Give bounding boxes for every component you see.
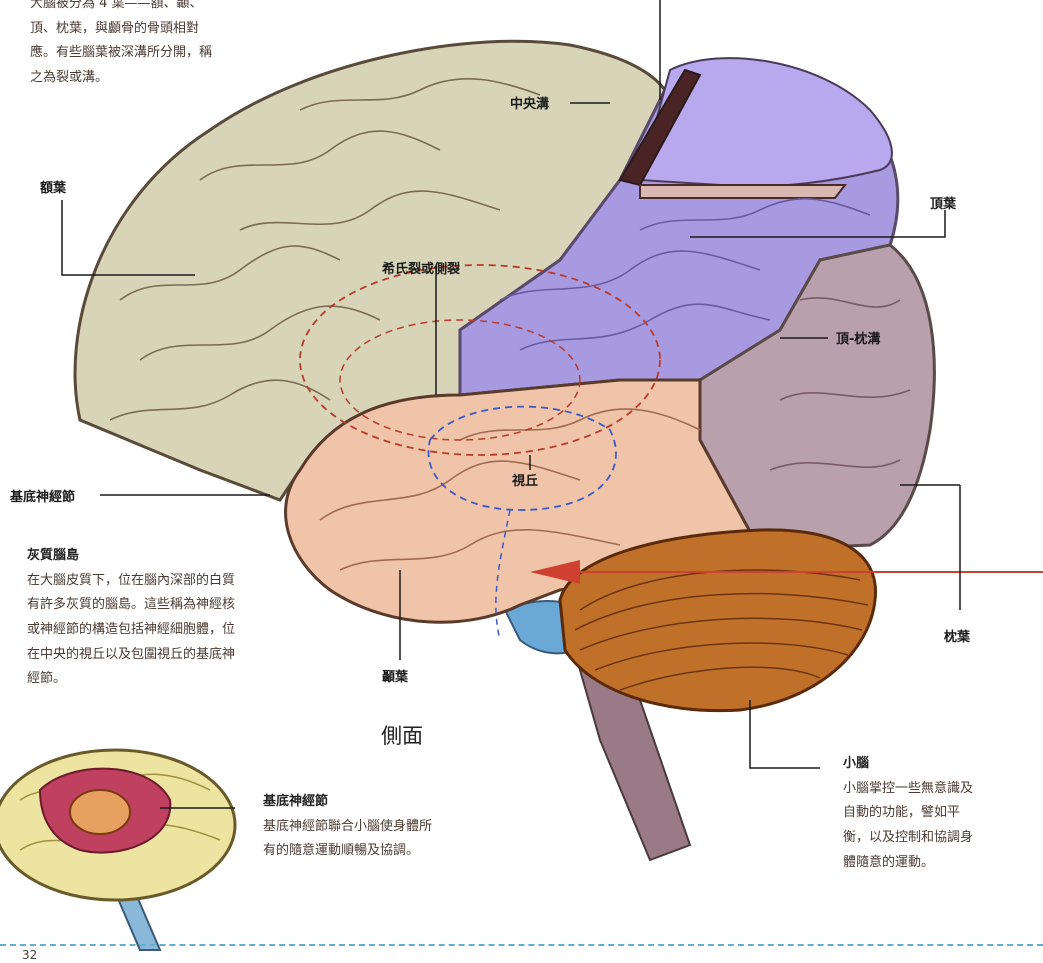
cerebellum-text: 小腦掌控一些無意識及自動的功能，譬如平衡，以及控制和協調身體隨意的運動。 bbox=[843, 777, 978, 876]
label-parietal: 頂葉 bbox=[930, 193, 956, 212]
basal-inset-illustration bbox=[0, 750, 235, 950]
view-caption: 側面 bbox=[381, 720, 423, 750]
label-central-sulcus: 中央溝 bbox=[510, 93, 549, 112]
grey-matter-title: 灰質腦島 bbox=[27, 544, 240, 569]
parietal-flap bbox=[640, 58, 892, 186]
cerebellum-block: 小腦 小腦掌控一些無意識及自動的功能，譬如平衡，以及控制和協調身體隨意的運動。 bbox=[843, 752, 978, 875]
label-basal-ganglia: 基底神經節 bbox=[10, 486, 75, 505]
page-number: 32 bbox=[22, 948, 37, 962]
basal-inset-block: 基底神經節 基底神經節聯合小腦使身體所有的隨意運動順暢及協調。 bbox=[263, 790, 443, 864]
grey-matter-block: 灰質腦島 在大腦皮質下，位在腦內深部的白質有許多灰質的腦島。這些稱為神經核或神經… bbox=[27, 544, 240, 692]
grey-matter-text: 在大腦皮質下，位在腦內深部的白質有許多灰質的腦島。這些稱為神經核或神經節的構造包… bbox=[27, 569, 240, 692]
cerebellum-title: 小腦 bbox=[843, 752, 978, 777]
flap-edge bbox=[640, 185, 845, 198]
label-parieto-occipital: 頂-枕溝 bbox=[836, 328, 880, 347]
label-sylvian: 希氏裂或側裂 bbox=[382, 258, 460, 277]
label-temporal: 顳葉 bbox=[382, 666, 408, 685]
intro-text: 大腦被分為 4 葉——額、顳、頂、枕葉，與顱骨的骨頭相對應。有些腦葉被深溝所分開… bbox=[30, 0, 215, 91]
basal-inset-title: 基底神經節 bbox=[263, 790, 443, 815]
footer-rule bbox=[0, 944, 1043, 946]
label-occipital: 枕葉 bbox=[944, 626, 970, 645]
basal-inset-text: 基底神經節聯合小腦使身體所有的隨意運動順暢及協調。 bbox=[263, 815, 443, 864]
label-thalamus: 視丘 bbox=[512, 470, 538, 489]
label-frontal: 額葉 bbox=[40, 177, 66, 196]
